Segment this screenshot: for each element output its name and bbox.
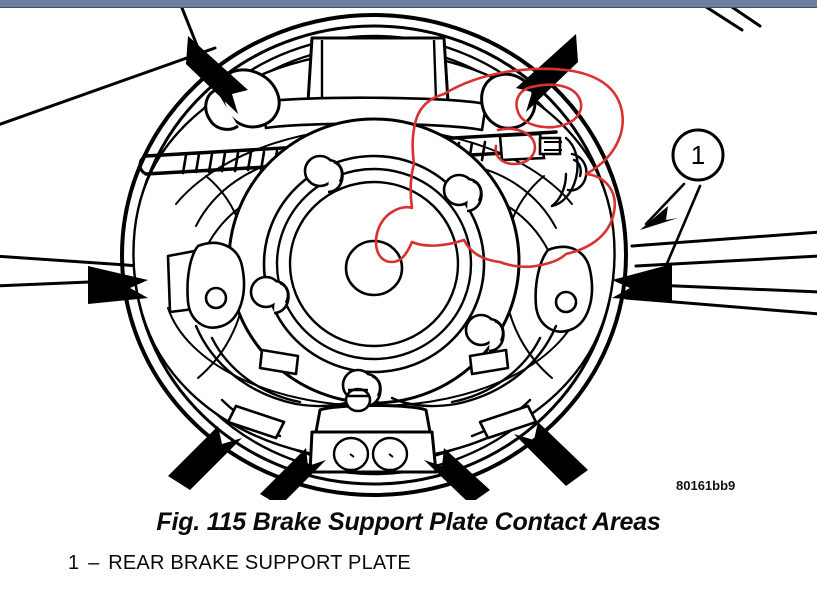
- lower-anchor-bolt-holes: [332, 436, 409, 472]
- upper-left-shoe-tip: [204, 68, 281, 131]
- legend-number: 1: [68, 552, 80, 574]
- callout-1-arrowhead: [640, 206, 678, 230]
- callout-1-leader-lines: [644, 182, 702, 282]
- background-structure-lines: [0, 8, 817, 316]
- arrow-top-right: [516, 34, 578, 112]
- star-wheel-adjuster: [344, 387, 372, 413]
- callout-number-1: 1: [691, 140, 705, 170]
- legend-label: REAR BRAKE SUPPORT PLATE: [108, 552, 411, 574]
- figure-caption: Fig. 115 Brake Support Plate Contact Are…: [156, 508, 661, 536]
- window-top-bar: [0, 0, 817, 8]
- lug-stud-lower-right: [464, 313, 505, 353]
- legend-dash: –: [88, 552, 100, 574]
- wheel-cylinder-mount-ledge: [260, 96, 488, 132]
- lug-stud-left: [249, 275, 290, 315]
- arrow-right: [612, 264, 672, 302]
- lug-stud-top: [303, 154, 344, 194]
- lower-anchor-block: [308, 404, 438, 474]
- arrow-bottom-left: [260, 448, 326, 500]
- brake-adjuster-lever: [550, 136, 588, 208]
- right-anchor-bracket: [534, 245, 594, 333]
- arrow-lower-right: [514, 422, 588, 486]
- lug-stud-upper-right: [442, 173, 483, 213]
- arrow-bottom-right: [424, 448, 490, 500]
- brake-support-plate-drawing: 1: [0, 8, 817, 500]
- lower-slot-reliefs: [226, 348, 538, 440]
- arrow-left: [88, 266, 148, 304]
- arrow-top-left: [186, 36, 248, 114]
- arrow-lower-left: [168, 426, 242, 490]
- callout-circle-1: [671, 128, 725, 182]
- wheel-cylinder: [306, 36, 450, 104]
- technical-illustration: 1 80161bb9: [0, 8, 817, 500]
- legend-item-1: 1 – REAR BRAKE SUPPORT PLATE: [68, 552, 411, 575]
- left-anchor-bracket: [166, 241, 246, 329]
- hand-drawn-red-annotation: [374, 67, 624, 269]
- contact-area-arrows: [88, 34, 672, 500]
- illustration-part-code: 80161bb9: [676, 478, 736, 493]
- hub-center-bore: [344, 239, 404, 297]
